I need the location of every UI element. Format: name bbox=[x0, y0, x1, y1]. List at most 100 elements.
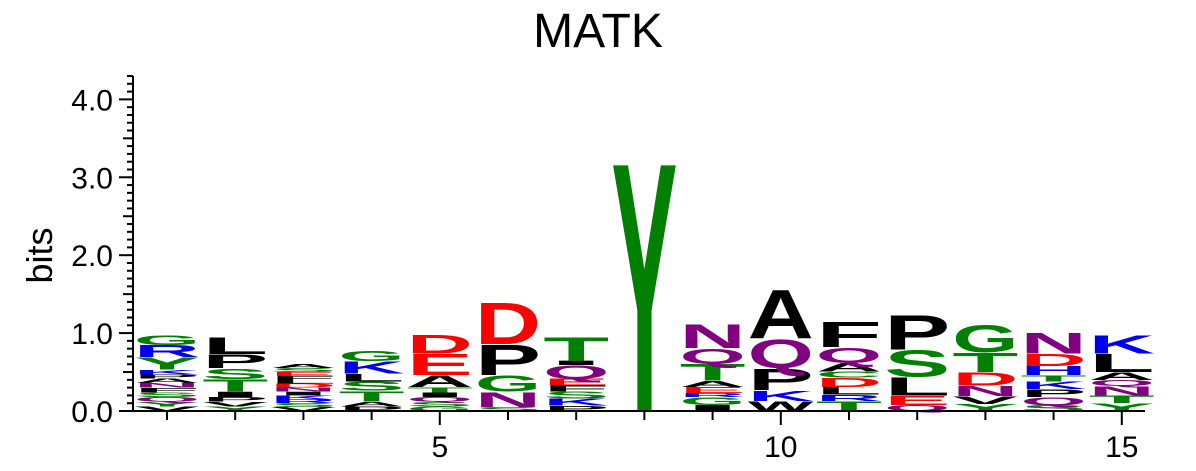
logo-letter-d-pos3: D bbox=[270, 383, 336, 389]
logo-letter-e-pos5: E bbox=[407, 348, 473, 382]
logo-letter-n-pos3: N bbox=[270, 387, 336, 393]
logo-letter-f-pos1: F bbox=[134, 387, 200, 394]
logo-letter-a-pos3: A bbox=[270, 363, 336, 369]
logo-letter-y-pos13: Y bbox=[952, 402, 1018, 413]
logo-letter-e-pos3: E bbox=[270, 371, 336, 377]
logo-letter-g-pos6: G bbox=[475, 371, 541, 396]
logo-letter-q-pos12: Q bbox=[884, 403, 950, 413]
logo-letter-d-pos13: D bbox=[952, 369, 1018, 390]
logo-letter-g-pos5: G bbox=[407, 405, 473, 412]
logo-letter-k-pos10: K bbox=[748, 387, 814, 404]
y-tick-label: 4.0 bbox=[71, 84, 113, 117]
logo-letter-p-pos14: P bbox=[1021, 387, 1087, 399]
logo-letter-a-pos10: A bbox=[748, 277, 814, 354]
x-tick-label: 10 bbox=[764, 431, 797, 464]
logo-letter-g-pos1: G bbox=[134, 332, 200, 348]
logo-letter-t-pos2: T bbox=[202, 376, 268, 395]
logo-letter-q-pos11: Q bbox=[816, 343, 882, 367]
logo-letter-s-pos3: S bbox=[270, 402, 336, 408]
logo-letter-r-pos11: R bbox=[816, 393, 882, 403]
y-tick-label: 1.0 bbox=[71, 318, 113, 351]
logo-letter-e-pos9: E bbox=[680, 385, 746, 395]
logo-letter-q-pos1: Q bbox=[134, 396, 200, 403]
logo-letter-p-pos2: P bbox=[202, 396, 268, 403]
logo-letter-p-pos4: P bbox=[339, 405, 405, 412]
logo-letter-n-pos15: N bbox=[1089, 384, 1155, 399]
logo-letter-f-pos11: F bbox=[816, 315, 882, 355]
logo-letter-l-pos15: L bbox=[1089, 349, 1155, 378]
logo-letter-q-pos9: Q bbox=[680, 344, 746, 368]
logo-letter-l-pos2: L bbox=[202, 333, 268, 360]
logo-letter-t-pos4: T bbox=[339, 388, 405, 405]
logo-letter-q-pos14: Q bbox=[1021, 395, 1087, 407]
logo-letter-k-pos14: K bbox=[1021, 379, 1087, 391]
logo-letter-v-pos3: V bbox=[270, 406, 336, 412]
logo-letter-p-pos2: P bbox=[202, 351, 268, 373]
logo-letter-t-pos7: T bbox=[543, 330, 609, 367]
logo-letter-s-pos12: S bbox=[884, 342, 950, 384]
logo-letter-t-pos14: T bbox=[1021, 374, 1087, 384]
chart-title: MATK bbox=[533, 5, 663, 58]
logo-letter-q-pos5: Q bbox=[407, 396, 473, 403]
logo-letter-k-pos4: K bbox=[339, 358, 405, 377]
logo-letter-k-pos15: K bbox=[1089, 330, 1155, 359]
logo-letter-r-pos3: R bbox=[270, 398, 336, 404]
logo-letter-r-pos1: R bbox=[134, 341, 200, 360]
y-axis-label: bits bbox=[19, 227, 60, 283]
logo-letter-e-pos7: E bbox=[543, 376, 609, 387]
logo-letter-k-pos7: K bbox=[543, 397, 609, 408]
logo-letter-e-pos12: E bbox=[884, 393, 950, 408]
logo-letters: VYQSFNAPKYRGYVPITSPLVSRKINDLFESAPATSLKGG… bbox=[134, 88, 1155, 471]
y-tick-label: 3.0 bbox=[71, 162, 113, 195]
logo-letter-g-pos4: G bbox=[339, 347, 405, 364]
logo-letter-h-pos14: H bbox=[1021, 363, 1087, 378]
logo-letter-g-pos9: G bbox=[680, 395, 746, 407]
logo-letter-i-pos9: I bbox=[680, 403, 746, 413]
logo-letter-s-pos7: S bbox=[543, 390, 609, 401]
logo-letter-i-pos2: I bbox=[202, 390, 268, 398]
y-tick-label: 2.0 bbox=[71, 240, 113, 273]
logo-letter-n-pos14: N bbox=[1021, 328, 1087, 360]
logo-letter-a-pos15: A bbox=[1089, 370, 1155, 382]
logo-letter-q-pos7: Q bbox=[543, 362, 609, 383]
logo-letter-a-pos11: A bbox=[816, 360, 882, 373]
logo-letter-s-pos1: S bbox=[134, 391, 200, 398]
logo-letter-k-pos3: K bbox=[270, 394, 336, 400]
logo-letter-t-pos9: T bbox=[680, 359, 746, 386]
logo-letter-s-pos3: S bbox=[270, 367, 336, 373]
logo-letter-s-pos2: S bbox=[202, 365, 268, 382]
logo-letter-p-pos10: P bbox=[748, 363, 814, 397]
logo-letter-d-pos14: D bbox=[1021, 350, 1087, 369]
logo-letter-t-pos5: T bbox=[407, 386, 473, 394]
logo-letter-q-pos15: Q bbox=[1089, 378, 1155, 388]
logo-letter-i-pos5: I bbox=[407, 391, 473, 398]
logo-letter-n-pos6: N bbox=[475, 388, 541, 412]
logo-letter-n-pos1: N bbox=[134, 382, 200, 389]
logo-letter-p-pos7: P bbox=[543, 404, 609, 413]
logo-letter-s-pos4: S bbox=[339, 379, 405, 394]
logo-letter-l-pos11: L bbox=[816, 385, 882, 397]
logo-letter-v-pos2: V bbox=[202, 400, 268, 407]
logo-letter-g-pos13: G bbox=[952, 316, 1018, 360]
logo-letter-k-pos1: K bbox=[134, 368, 200, 375]
logo-letter-p-pos12: P bbox=[884, 305, 950, 360]
logo-letter-s-pos5: S bbox=[407, 400, 473, 407]
logo-letter-p-pos1: P bbox=[134, 373, 200, 379]
logo-letter-a-pos9: A bbox=[680, 379, 746, 389]
logo-letter-d-pos6: D bbox=[475, 291, 541, 357]
logo-letter-i-pos7: I bbox=[543, 359, 609, 366]
logo-letter-a-pos4: A bbox=[339, 400, 405, 407]
x-tick-label: 5 bbox=[431, 431, 448, 464]
logo-letter-d-pos11: D bbox=[816, 375, 882, 390]
logo-letter-q-pos10: Q bbox=[748, 332, 814, 378]
logo-letter-t-pos15: T bbox=[1089, 394, 1155, 406]
logo-letter-v-pos1: V bbox=[134, 405, 200, 412]
logo-letter-y-pos1: Y bbox=[134, 400, 200, 407]
logo-letter-v-pos13: V bbox=[952, 394, 1018, 406]
logo-letter-t-pos13: T bbox=[952, 347, 1018, 378]
logo-letter-y-pos1: Y bbox=[134, 354, 200, 373]
logo-letter-y-pos8: Y bbox=[611, 88, 677, 471]
logo-letter-n-pos9: N bbox=[680, 316, 746, 355]
logo-letter-n-pos13: N bbox=[952, 383, 1018, 400]
logo-letter-y-pos2: Y bbox=[202, 405, 268, 412]
